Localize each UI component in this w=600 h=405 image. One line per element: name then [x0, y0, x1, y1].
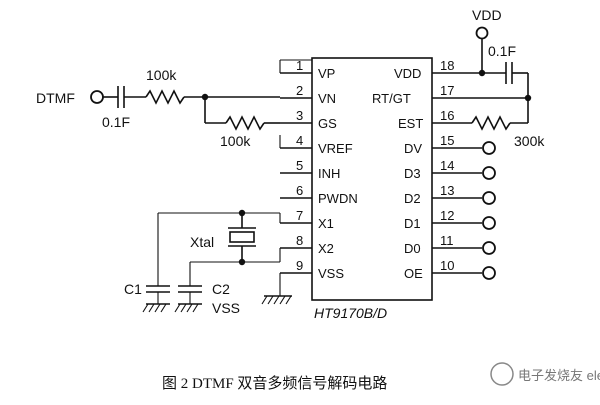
c2-label: C2: [212, 281, 230, 297]
svg-text:9: 9: [296, 258, 303, 273]
svg-text:X1: X1: [318, 216, 334, 231]
feedback-res-label: 100k: [220, 133, 251, 149]
svg-text:14: 14: [440, 158, 454, 173]
pin-7: 7 X1: [280, 208, 334, 231]
svg-text:DV: DV: [404, 141, 422, 156]
vdd-terminal: [475, 26, 489, 40]
pin-18: 18 VDD: [394, 58, 482, 81]
svg-text:PWDN: PWDN: [318, 191, 358, 206]
svg-text:EST: EST: [398, 116, 423, 131]
svg-text:D2: D2: [404, 191, 421, 206]
svg-text:VN: VN: [318, 91, 336, 106]
svg-text:VDD: VDD: [394, 66, 421, 81]
pin-17: 17 RT/GT: [372, 83, 528, 106]
pin-13: 13 D2: [404, 183, 496, 206]
oscillator-network: Xtal C1 C2 VSS: [124, 209, 281, 316]
svg-text:7: 7: [296, 208, 303, 223]
pin-10: 10 OE: [404, 258, 496, 281]
pin-12: 12 D1: [404, 208, 496, 231]
right-pins: 18 VDD 17 RT/GT 16 EST 15 DV 14 D3: [372, 58, 528, 281]
vdd-label: VDD: [472, 7, 502, 23]
watermark: 电子发烧友 elecfans.com: [490, 362, 600, 386]
svg-text:VREF: VREF: [318, 141, 353, 156]
svg-text:11: 11: [440, 233, 454, 248]
svg-text:OE: OE: [404, 266, 423, 281]
svg-text:18: 18: [440, 58, 454, 73]
d0-output-terminal: [482, 241, 496, 255]
svg-text:2: 2: [296, 83, 303, 98]
svg-text:GS: GS: [318, 116, 337, 131]
pin-4: 4 VREF: [280, 133, 353, 156]
left-pins: 1 VP 2 VN 3 GS 4 VREF 5 INH 6 PWDN: [280, 58, 358, 281]
ic-body: [311, 57, 433, 301]
input-res-label: 100k: [146, 67, 177, 83]
pin-11: 11 D0: [404, 233, 496, 256]
ground-icon: [142, 303, 170, 313]
svg-text:6: 6: [296, 183, 303, 198]
svg-text:D3: D3: [404, 166, 421, 181]
ground-symbols: [142, 273, 292, 313]
c1-label: C1: [124, 281, 142, 297]
pin-5: 5 INH: [280, 158, 340, 181]
dtmf-input-terminal: [90, 90, 104, 104]
pin-16: 16 EST: [398, 108, 472, 131]
svg-text:12: 12: [440, 208, 454, 223]
dtmf-label: DTMF: [36, 90, 75, 106]
d1-output-terminal: [482, 216, 496, 230]
svg-text:4: 4: [296, 133, 303, 148]
input-cap-label: 0.1F: [102, 114, 130, 130]
svg-text:16: 16: [440, 108, 454, 123]
pin-1: 1 VP: [280, 58, 335, 81]
pin-2: 2 VN: [280, 83, 336, 106]
svg-text:8: 8: [296, 233, 303, 248]
svg-text:D1: D1: [404, 216, 421, 231]
est-res-label: 300k: [514, 133, 545, 149]
pin-15: 15 DV: [404, 133, 496, 156]
feedback-resistor: [225, 115, 265, 131]
figure-caption: 图 2 DTMF 双音多频信号解码电路: [162, 375, 387, 392]
svg-text:X2: X2: [318, 241, 334, 256]
svg-text:1: 1: [296, 58, 303, 73]
vss-label: VSS: [212, 300, 240, 316]
pin-6: 6 PWDN: [280, 183, 358, 206]
svg-text:VSS: VSS: [318, 266, 344, 281]
vdd-cap-label: 0.1F: [488, 43, 516, 59]
svg-text:D0: D0: [404, 241, 421, 256]
svg-text:VP: VP: [318, 66, 335, 81]
svg-text:3: 3: [296, 108, 303, 123]
svg-text:INH: INH: [318, 166, 340, 181]
est-resistor: [471, 115, 511, 131]
svg-text:13: 13: [440, 183, 454, 198]
pin-8: 8 X2: [280, 233, 334, 256]
crystal-label: Xtal: [190, 234, 214, 250]
input-resistor: [145, 89, 185, 105]
supply-network: VDD 0.1F 300k: [471, 7, 545, 149]
pin-14: 14 D3: [404, 158, 496, 181]
dv-output-terminal: [482, 141, 496, 155]
watermark-text: 电子发烧友 elecfans.com: [518, 368, 600, 383]
oe-output-terminal: [482, 266, 496, 280]
svg-text:RT/GT: RT/GT: [372, 91, 411, 106]
svg-text:17: 17: [440, 83, 454, 98]
svg-text:10: 10: [440, 258, 454, 273]
input-network: DTMF 0.1F 100k 100k: [36, 59, 312, 149]
d3-output-terminal: [482, 166, 496, 180]
pin-9: 9 VSS: [280, 258, 344, 281]
ic-name: HT9170B/D: [314, 305, 387, 321]
svg-text:15: 15: [440, 133, 454, 148]
pin-3: 3 GS: [280, 108, 337, 131]
ground-icon: [174, 303, 202, 313]
d2-output-terminal: [482, 191, 496, 205]
svg-text:5: 5: [296, 158, 303, 173]
ground-icon: [261, 295, 292, 305]
